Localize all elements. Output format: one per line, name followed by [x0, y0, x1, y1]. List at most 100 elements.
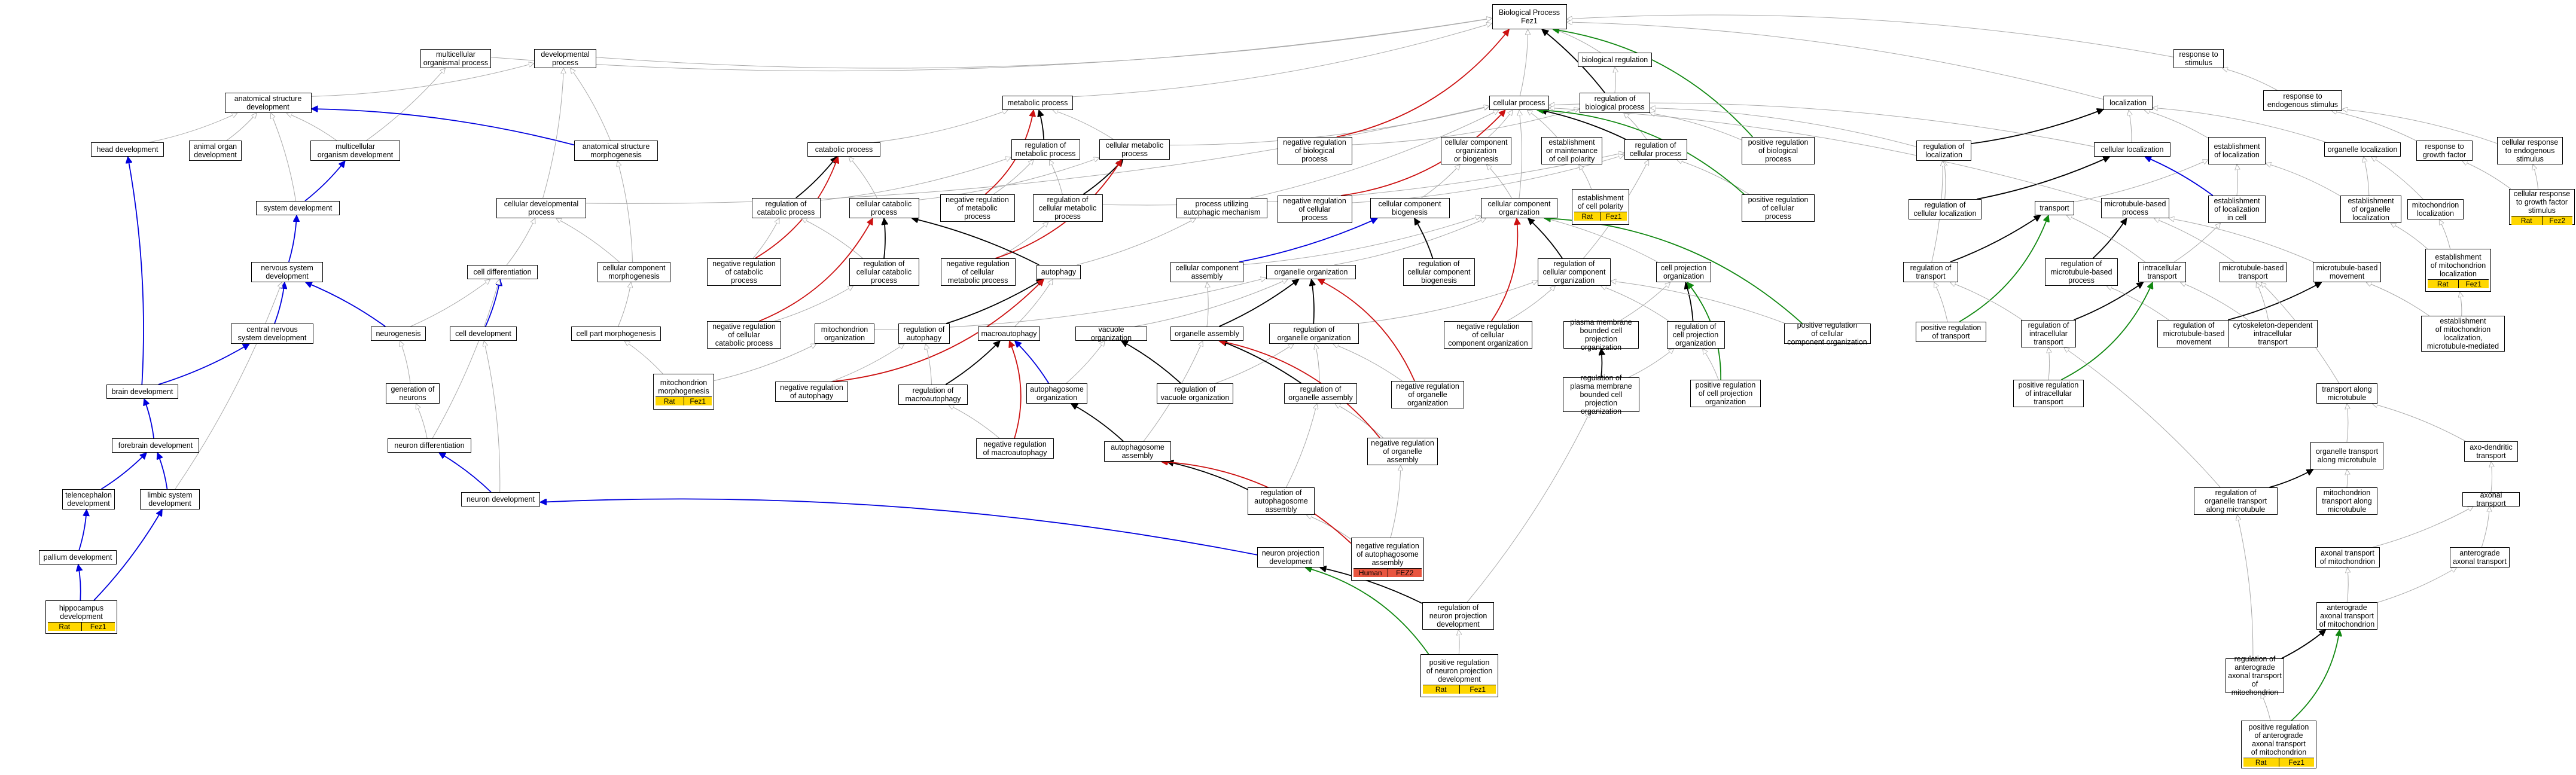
go-term-prcpo[interactable]: positive regulation of cell projection o…	[1690, 380, 1761, 407]
go-term-pd[interactable]: pallium development	[39, 550, 117, 565]
go-term-aod[interactable]: animal organ development	[189, 141, 242, 161]
go-term-nrcmp[interactable]: negative regulation of cellular metaboli…	[940, 258, 1016, 286]
go-term-prcco[interactable]: positive regulation of cellular componen…	[1784, 321, 1871, 346]
go-term-rbp[interactable]: regulation of biological process	[1580, 93, 1650, 113]
go-term-moop[interactable]: multicellular organismal process	[420, 49, 491, 68]
go-term-nraa[interactable]: negative regulation of autophagosome ass…	[1351, 538, 1424, 581]
go-term-ccob[interactable]: cellular component organization or bioge…	[1441, 137, 1511, 164]
go-term-cpm[interactable]: cell part morphogenesis	[571, 327, 661, 341]
go-term-atm[interactable]: axonal transport of mitochondrion	[2315, 547, 2380, 567]
go-term-emlmm[interactable]: establishment of mitochondrion localizat…	[2421, 316, 2505, 352]
go-term-mbt[interactable]: microtubule-based transport	[2220, 262, 2287, 282]
go-term-rcpo[interactable]: regulation of cell projection organizati…	[1666, 321, 1725, 349]
go-term-aatm[interactable]: anterograde axonal transport of mitochon…	[2316, 602, 2377, 630]
go-term-pmbcp[interactable]: plasma membrane bounded cell projection …	[1563, 318, 1639, 352]
go-term-nrmp[interactable]: negative regulation of metabolic process	[940, 194, 1015, 222]
go-term-cco[interactable]: cellular component organization	[1481, 198, 1557, 218]
go-term-nrcp[interactable]: negative regulation of cellular process	[1277, 196, 1352, 223]
go-term-praatm[interactable]: positive regulation of anterograde axona…	[2241, 721, 2316, 768]
go-term-nrbp[interactable]: negative regulation of biological proces…	[1277, 137, 1352, 164]
go-term-autophagy[interactable]: autophagy	[1037, 265, 1081, 279]
go-term-rvo[interactable]: regulation of vacuole organization	[1157, 383, 1233, 404]
go-term-cmp[interactable]: cellular metabolic process	[1099, 139, 1170, 160]
go-term-rccatp[interactable]: regulation of cellular catabolic process	[849, 258, 919, 286]
go-term-nra[interactable]: negative regulation of autophagy	[775, 382, 848, 402]
go-term-oo[interactable]: organelle organization	[1266, 265, 1356, 279]
go-term-cpo[interactable]: cell projection organization	[1656, 262, 1711, 282]
go-term-cnsd[interactable]: central nervous system development	[231, 324, 313, 344]
go-term-rcloc[interactable]: regulation of cellular localization	[1909, 199, 1981, 219]
go-term-cca[interactable]: cellular component assembly	[1170, 262, 1243, 282]
go-term-transport[interactable]: transport	[2035, 201, 2074, 215]
go-term-gon[interactable]: generation of neurons	[386, 383, 440, 404]
go-term-prnpd[interactable]: positive regulation of neuron projection…	[1420, 654, 1498, 697]
go-term-nrcatp[interactable]: negative regulation of catabolic process	[707, 258, 781, 286]
go-term-vo[interactable]: vacuole organization	[1075, 325, 1147, 342]
go-term-ccm[interactable]: cellular component morphogenesis	[597, 262, 670, 282]
go-term-cdp[interactable]: cellular developmental process	[496, 198, 586, 218]
go-term-neurogenesis[interactable]: neurogenesis	[371, 327, 426, 341]
go-term-raa[interactable]: regulation of autophagosome assembly	[1248, 487, 1315, 515]
go-term-rloc[interactable]: regulation of localization	[1916, 141, 1971, 161]
go-term-ml[interactable]: mitochondrion localization	[2407, 199, 2464, 219]
go-term-mtam[interactable]: mitochondrion transport along microtubul…	[2316, 487, 2377, 515]
go-term-emcp[interactable]: establishment or maintenance of cell pol…	[1541, 137, 1602, 164]
go-term-asd[interactable]: anatomical structure development	[224, 93, 312, 113]
go-term-ted[interactable]: telencephalon development	[62, 489, 115, 509]
go-term-rcco[interactable]: regulation of cellular component organiz…	[1538, 258, 1611, 286]
go-term-rtrans[interactable]: regulation of transport	[1903, 262, 1958, 282]
go-term-breg[interactable]: biological regulation	[1578, 53, 1652, 67]
go-term-oloc[interactable]: organelle localization	[2324, 142, 2401, 157]
go-term-mbm[interactable]: microtubule-based movement	[2313, 262, 2381, 282]
go-term-rmp[interactable]: regulation of metabolic process	[1011, 139, 1080, 160]
go-term-rccb[interactable]: regulation of cellular component biogene…	[1403, 258, 1475, 286]
go-term-brain[interactable]: brain development	[106, 385, 178, 399]
go-term-ccb[interactable]: cellular component biogenesis	[1370, 198, 1450, 218]
go-term-rmbm[interactable]: regulation of microtubule-based movement	[2157, 320, 2230, 347]
go-term-raatm[interactable]: regulation of anterograde axonal transpo…	[2226, 655, 2284, 697]
go-term-rcatp[interactable]: regulation of catabolic process	[751, 198, 821, 218]
go-term-roo[interactable]: regulation of organelle organization	[1269, 324, 1359, 344]
go-term-macro[interactable]: macroautophagy	[978, 327, 1040, 341]
go-term-rmacro[interactable]: regulation of macroautophagy	[898, 385, 968, 405]
go-term-ra[interactable]: regulation of autophagy	[898, 324, 950, 344]
go-term-fbd[interactable]: forebrain development	[112, 438, 199, 453]
go-term-nd[interactable]: neuron differentiation	[388, 438, 471, 453]
go-term-crrtes[interactable]: cellular response to endogenous stimulus	[2497, 137, 2563, 164]
go-term-catp[interactable]: catabolic process	[807, 142, 880, 157]
go-term-eol[interactable]: establishment of organelle localization	[2340, 196, 2401, 223]
go-term-ao[interactable]: autophagosome organization	[1026, 383, 1087, 404]
go-term-rit[interactable]: regulation of intracellular transport	[2021, 320, 2076, 347]
go-term-rts[interactable]: response to stimulus	[2173, 49, 2224, 68]
go-term-nrcco[interactable]: negative regulation of cellular componen…	[1444, 321, 1532, 349]
go-term-celldev[interactable]: cell development	[450, 327, 517, 341]
go-term-emlrml[interactable]: establishment of mitochondrion localizat…	[2425, 249, 2491, 292]
go-term-prcp[interactable]: positive regulation of cellular process	[1742, 194, 1815, 222]
go-term-at[interactable]: axonal transport	[2462, 491, 2520, 508]
go-term-elc[interactable]: establishment of localization in cell	[2208, 196, 2266, 223]
go-term-loc[interactable]: localization	[2104, 96, 2153, 110]
go-term-prbp[interactable]: positive regulation of biological proces…	[1742, 137, 1815, 164]
go-term-devp[interactable]: developmental process	[534, 49, 596, 68]
go-term-rpmbcp[interactable]: regulation of plasma membrane bounded ce…	[1563, 374, 1639, 416]
go-term-adt[interactable]: axo-dendritic transport	[2464, 441, 2518, 462]
go-term-hd[interactable]: head development	[91, 142, 164, 157]
go-term-rtes[interactable]: response to endogenous stimulus	[2263, 90, 2342, 111]
go-term-mbp[interactable]: microtubule-based process	[2101, 198, 2169, 218]
go-term-sysdev[interactable]: system development	[256, 201, 340, 215]
go-term-rnpd[interactable]: regulation of neuron projection developm…	[1422, 602, 1494, 630]
go-term-nsd[interactable]: nervous system development	[251, 262, 323, 282]
go-term-prit[interactable]: positive regulation of intracellular tra…	[2013, 380, 2084, 407]
go-term-npd[interactable]: neuron projection development	[1257, 547, 1324, 567]
go-term-ccatp[interactable]: cellular catabolic process	[849, 198, 919, 218]
go-term-rmbp[interactable]: regulation of microtubule-based process	[2045, 258, 2118, 286]
go-term-tam[interactable]: transport along microtubule	[2316, 383, 2377, 404]
go-term-lsd[interactable]: limbic system development	[140, 489, 200, 509]
go-term-aa[interactable]: autophagosome assembly	[1104, 441, 1171, 462]
go-term-nroo[interactable]: negative regulation of organelle organiz…	[1391, 381, 1464, 408]
go-term-aat[interactable]: anterograde axonal transport	[2450, 547, 2510, 567]
go-term-mo[interactable]: mitochondrion organization	[815, 324, 874, 344]
go-term-crtgf[interactable]: cellular response to growth factor stimu…	[2509, 189, 2575, 225]
go-term-mop[interactable]: metabolic process	[1002, 96, 1073, 110]
